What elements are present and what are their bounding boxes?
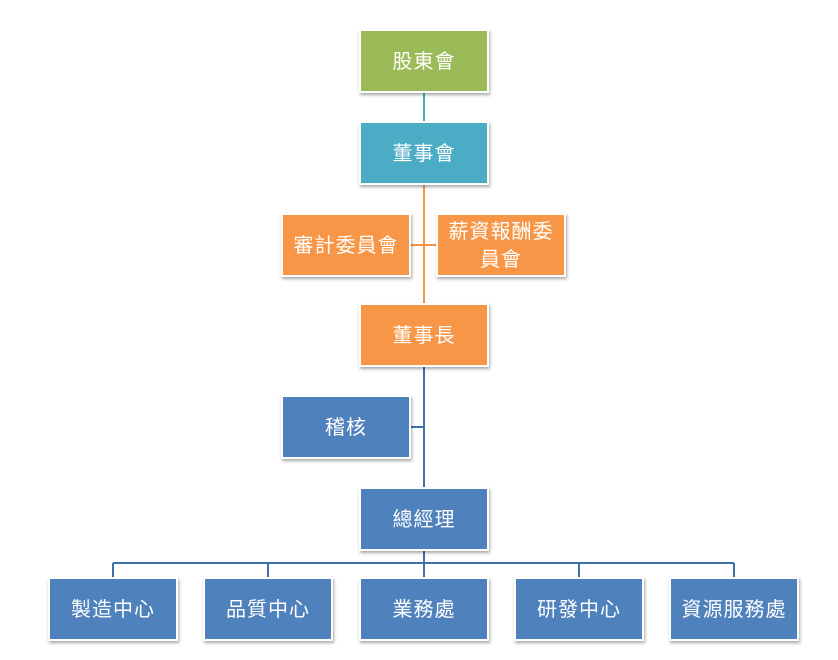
node-compensation-committee-label: 薪資報酬委員會 <box>448 219 554 271</box>
node-audit-committee: 審計委員會 <box>281 213 411 277</box>
node-quality-center-label: 品質中心 <box>226 597 310 621</box>
node-manufacturing-center: 製造中心 <box>48 577 178 641</box>
node-shareholders-label: 股東會 <box>392 49 456 73</box>
node-compensation-committee: 薪資報酬委員會 <box>436 213 566 277</box>
node-it-services-division-label: 資源服務處 <box>681 597 787 621</box>
node-sales-division: 業務處 <box>359 577 489 641</box>
node-board: 董事會 <box>359 121 489 185</box>
node-quality-center: 品質中心 <box>203 577 333 641</box>
node-sales-division-label: 業務處 <box>392 597 456 621</box>
node-chairman: 董事長 <box>359 303 489 367</box>
node-general-manager-label: 總經理 <box>392 507 456 531</box>
node-chairman-label: 董事長 <box>392 323 456 347</box>
node-internal-audit-label: 稽核 <box>325 415 367 439</box>
node-board-label: 董事會 <box>392 141 456 165</box>
node-it-services-division: 資源服務處 <box>669 577 799 641</box>
node-audit-committee-label: 審計委員會 <box>293 233 399 257</box>
node-general-manager: 總經理 <box>359 487 489 551</box>
node-rd-center-label: 研發中心 <box>537 597 621 621</box>
node-shareholders: 股東會 <box>359 29 489 93</box>
node-rd-center: 研發中心 <box>514 577 644 641</box>
node-internal-audit: 稽核 <box>281 395 411 459</box>
node-manufacturing-center-label: 製造中心 <box>71 597 155 621</box>
